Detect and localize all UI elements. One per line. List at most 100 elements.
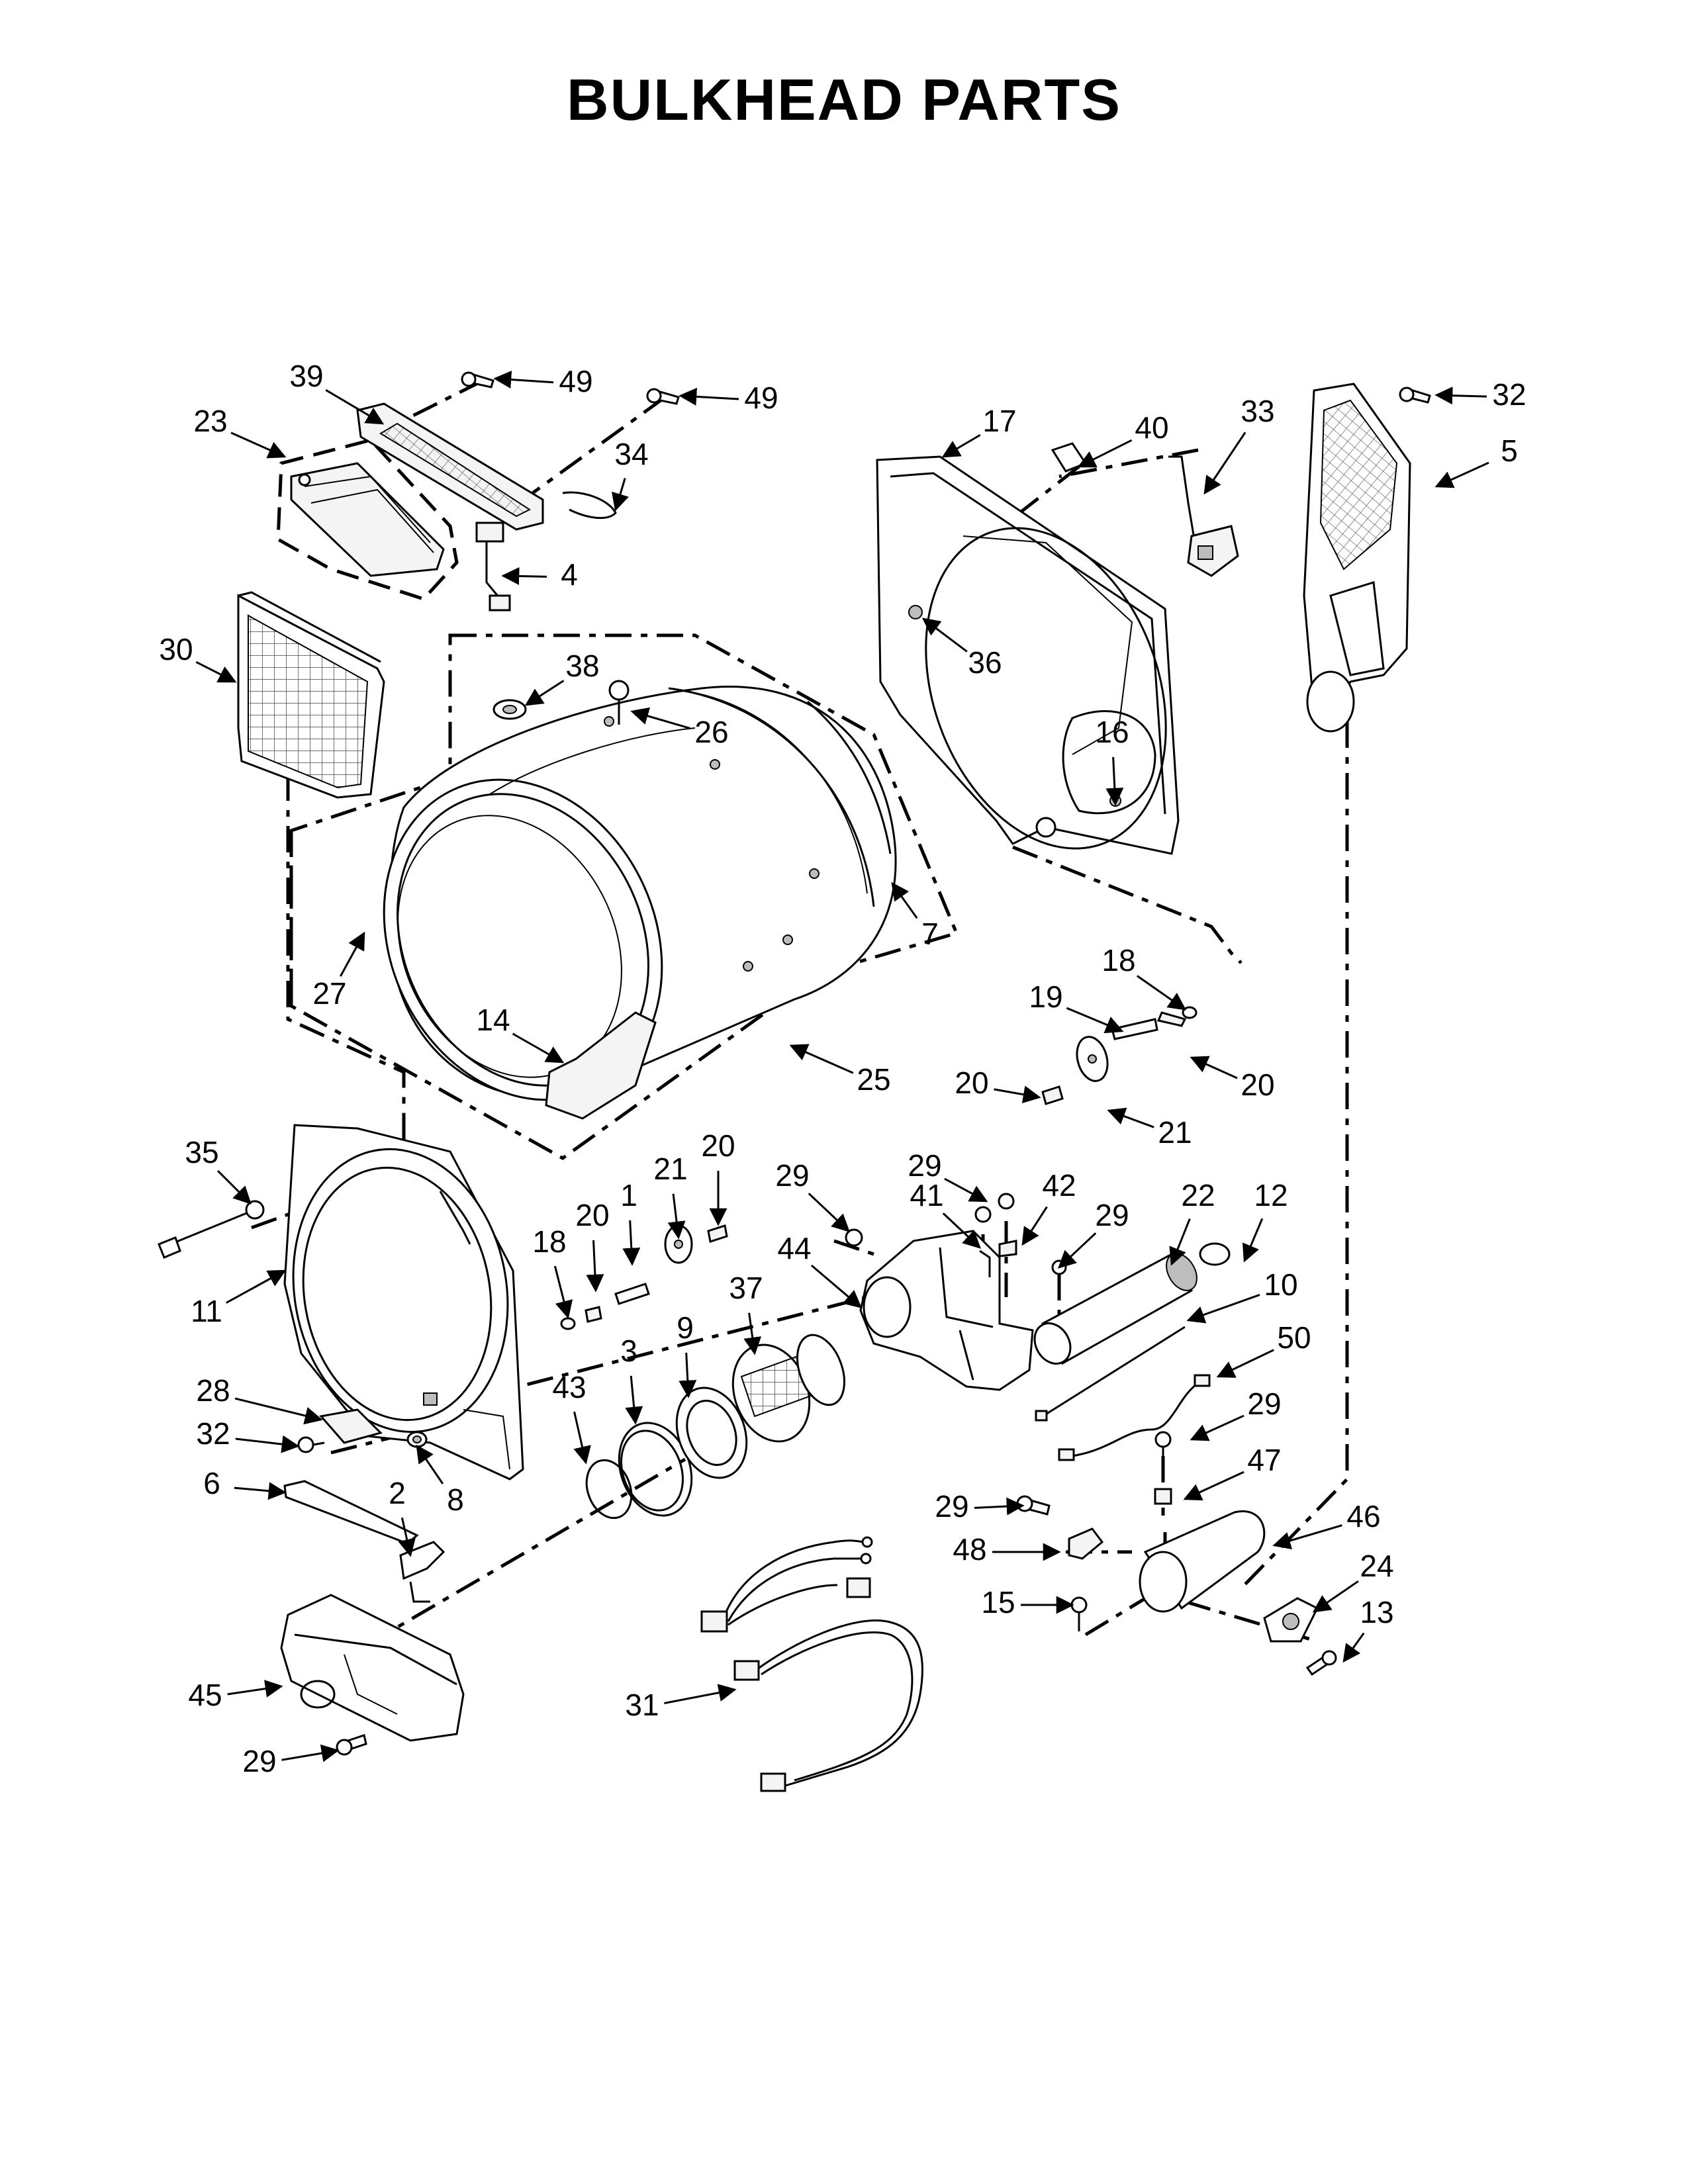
part-17-rear-bulkhead [876,455,1180,855]
callout-leader-arrow [1186,1294,1260,1324]
part-38-grommet [492,699,527,720]
callout-leader-arrow [235,1435,300,1453]
callout-label: 36 [968,645,1002,680]
callout-label: 32 [1492,377,1526,412]
callout-leader-arrow [679,1352,697,1398]
callout-21: 21 [653,1152,688,1240]
callout-leader-arrow [1312,1580,1359,1613]
callout-leader-arrow [226,1269,287,1304]
callout-leader-arrow [553,1265,573,1319]
callout-label: 23 [193,404,227,438]
callout-29: 29 [1058,1198,1129,1269]
callout-20: 20 [955,1066,1041,1104]
callout-leader-arrow [512,1032,565,1064]
callout-13: 13 [1342,1595,1394,1663]
callout-29: 29 [1190,1387,1282,1441]
part-50-harness [1058,1374,1211,1461]
callout-label: 20 [701,1128,735,1163]
part-28-bracket [319,1408,383,1444]
callout-20: 20 [701,1128,735,1226]
callout-20: 20 [1190,1056,1275,1102]
part-39-lint-screen-top [356,402,544,531]
callout-label: 43 [552,1370,586,1404]
callout-leader-arrow [941,433,981,458]
callout-leader-arrow [573,1411,591,1465]
callout-18: 18 [532,1224,573,1319]
callout-label: 29 [775,1158,809,1193]
callout-47: 47 [1183,1443,1282,1501]
callout-49: 49 [493,364,593,398]
part-32-screw-front [297,1436,325,1453]
callout-leader-arrow [416,1444,444,1484]
callout-label: 29 [1095,1198,1129,1232]
callout-label: 29 [1247,1387,1281,1421]
callout-29: 29 [908,1148,988,1203]
callout-24: 24 [1312,1549,1394,1613]
callout-9: 9 [677,1310,697,1398]
callout-leader-arrow [994,1085,1041,1104]
part-5-duct-panel [1303,383,1411,733]
callout-11: 11 [191,1269,287,1328]
callout-35: 35 [185,1135,252,1205]
callout-leader-arrow [1190,1056,1238,1079]
callout-label: 34 [614,437,648,471]
callout-label: 30 [159,632,193,666]
callout-leader-arrow [891,882,918,919]
callout-leader-arrow [630,707,690,729]
callout-label: 42 [1042,1168,1076,1203]
callout-12: 12 [1242,1178,1288,1263]
part-29-screw-front [336,1734,367,1756]
callout-leader-arrow [281,1744,340,1762]
part-35-screw-long [158,1200,265,1259]
callout-label: 17 [982,404,1016,438]
callout-39: 39 [289,359,385,425]
callout-label: 29 [242,1744,276,1778]
callout-29: 29 [242,1744,340,1778]
part-40-pad [1051,442,1088,473]
callout-28: 28 [196,1373,323,1425]
callout-3: 3 [620,1334,643,1425]
part-front-idler-set [560,1224,728,1330]
callout-leader-arrow [974,1497,1025,1516]
callout-21: 21 [1107,1107,1192,1150]
callout-label: 16 [1095,715,1129,749]
callout-20: 20 [575,1198,610,1293]
callout-label: 2 [389,1476,406,1510]
part-47-bracket [1154,1431,1172,1505]
part-37-blower-wheel [731,1334,845,1443]
callout-leader-arrow [1021,1206,1048,1246]
callout-leader-arrow [1183,1471,1244,1501]
callout-leader-arrow [1105,756,1124,806]
callout-46: 46 [1272,1499,1381,1550]
callout-leader-arrow [230,432,287,459]
callout-label: 48 [953,1532,986,1567]
callout-label: 49 [744,381,778,415]
callout-label: 11 [191,1294,222,1328]
callout-label: 5 [1501,433,1518,468]
callout-leader-arrow [227,1680,283,1698]
callout-leader-arrow [625,1375,643,1425]
callout-14: 14 [476,1003,565,1064]
callout-label: 50 [1277,1320,1311,1355]
callout-label: 38 [565,649,599,683]
callout-17: 17 [941,404,1017,458]
callout-leader-arrow [679,387,739,406]
part-46-heater-housing [1139,1510,1266,1613]
callout-25: 25 [789,1044,891,1097]
callout-leader-arrow [789,1044,854,1074]
callout-label: 20 [575,1198,609,1232]
callout-label: 32 [196,1416,230,1451]
callout-40: 40 [1077,410,1169,468]
callout-label: 49 [559,364,592,398]
callout-label: 12 [1254,1178,1288,1212]
callout-6: 6 [203,1466,287,1500]
callout-label: 41 [910,1178,943,1212]
callout-41: 41 [910,1178,981,1249]
callout-31: 31 [625,1684,737,1722]
callout-15: 15 [981,1585,1074,1619]
callout-label: 21 [653,1152,687,1186]
callout-48: 48 [953,1532,1061,1567]
part-rear-idler-set [1041,1006,1197,1105]
